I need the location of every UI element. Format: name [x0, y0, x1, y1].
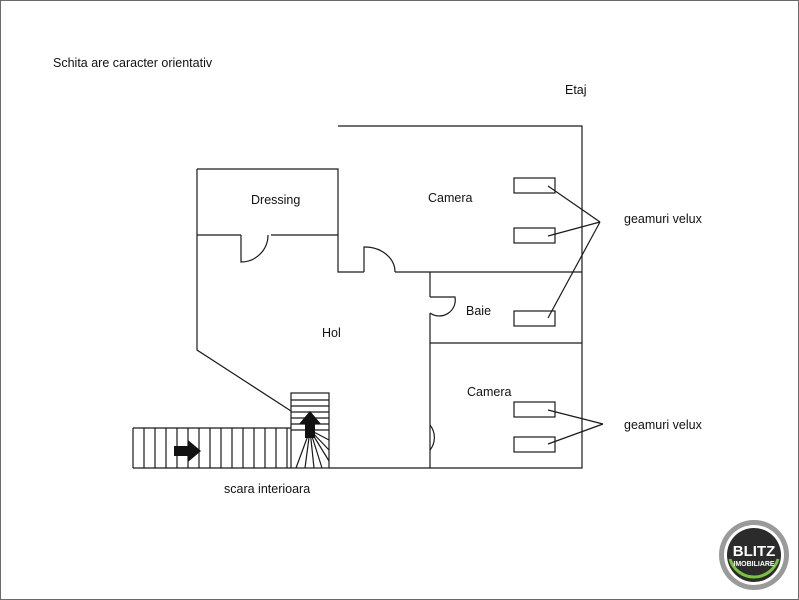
velux-callout-bottom [547, 409, 604, 445]
velux-callout-top [547, 185, 601, 319]
velux-label-bottom: geamuri velux [624, 418, 702, 432]
velux-window-3 [513, 310, 556, 327]
blitz-imobiliare-logo: BLITZ IMOBILIARE [719, 520, 789, 590]
velux-window-4 [513, 401, 556, 418]
dressing-door [240, 234, 269, 263]
room-dressing: Dressing [251, 193, 301, 207]
camera-bottom-door [429, 424, 435, 451]
stair-arrow-right [174, 440, 201, 462]
baie-door [429, 296, 456, 317]
outer-walls [196, 125, 583, 469]
baie-wall [429, 272, 582, 468]
svg-text:IMOBILIARE: IMOBILIARE [733, 561, 775, 568]
svg-text:BLITZ: BLITZ [733, 543, 776, 560]
stair-arrow-up [299, 411, 321, 438]
room-baie: Baie [466, 304, 492, 318]
velux-window-1 [513, 177, 556, 194]
stairs-label: scara interioara [224, 482, 311, 496]
velux-label-top: geamuri velux [624, 212, 702, 226]
floor-label: Etaj [565, 83, 587, 97]
entry-stair [132, 427, 291, 469]
disclaimer-note: Schita are caracter orientativ [53, 56, 213, 70]
room-hol: Hol [322, 326, 341, 340]
velux-window-2 [513, 227, 556, 244]
camera-top-door [363, 246, 396, 273]
room-camera-top: Camera [428, 191, 473, 205]
room-camera-bottom: Camera [467, 385, 512, 399]
velux-window-5 [513, 436, 556, 453]
